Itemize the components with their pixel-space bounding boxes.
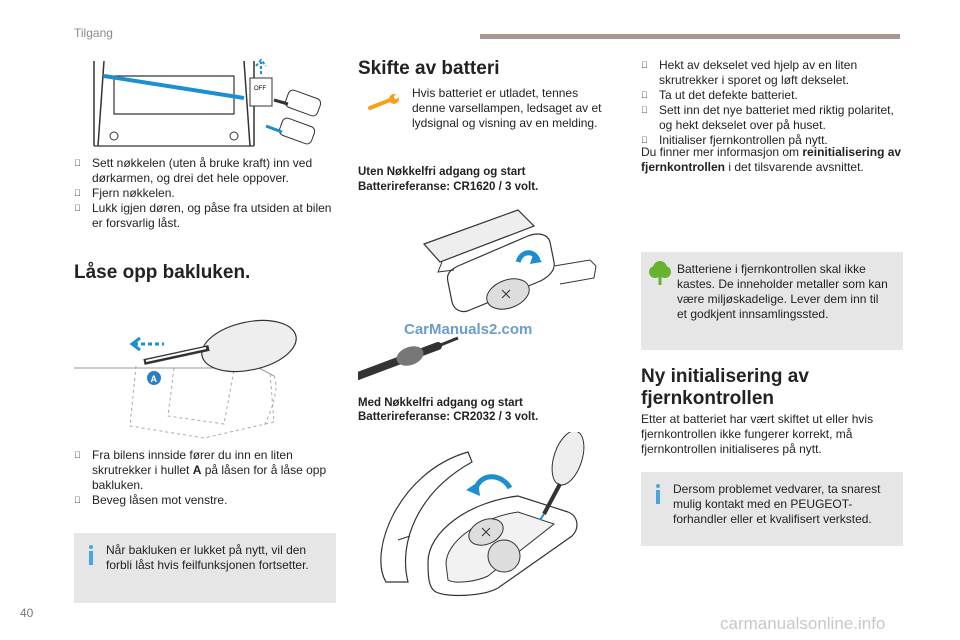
info-icon bbox=[86, 545, 96, 567]
off-label: OFF bbox=[254, 86, 266, 92]
heading-unlock-tailgate: Låse opp bakluken. bbox=[74, 262, 251, 283]
environment-note: Batteriene i fjernkontrollen skal ikke k… bbox=[641, 252, 903, 350]
step-item: Initialiser fjernkontrollen på nytt. bbox=[641, 133, 828, 148]
page-number: 40 bbox=[20, 606, 34, 620]
steps-door-lock: Sett nøkkelen (uten å bruke kraft) inn v… bbox=[74, 156, 336, 231]
warning-text: Hvis batteriet er utladet, tennes denne … bbox=[412, 86, 602, 130]
step-item: Hekt av dekselet ved hjelp av en liten s… bbox=[641, 58, 858, 87]
without-keyless-title: Uten Nøkkelfri adgang og start bbox=[358, 166, 526, 178]
with-keyless-title: Med Nøkkelfri adgang og start bbox=[358, 397, 523, 409]
illustration-key-in-door: OFF bbox=[74, 56, 334, 152]
step-item: Beveg låsen mot venstre. bbox=[74, 493, 228, 508]
step-item: Fra bilens innside fører du inn en liten… bbox=[74, 448, 327, 492]
info-icon bbox=[653, 484, 663, 506]
without-keyless-ref: Batterireferanse: CR1620 / 3 volt. bbox=[358, 181, 539, 193]
reinit-text: Etter at batteriet har vært skiftet ut e… bbox=[641, 412, 874, 456]
wrench-warning-icon bbox=[368, 94, 399, 110]
step-item: Ta ut det defekte batteriet. bbox=[641, 88, 798, 103]
step-item: Fjern nøkkelen. bbox=[74, 186, 175, 201]
steps-tailgate: Fra bilens innside fører du inn en liten… bbox=[74, 448, 336, 508]
illustration-tailgate-unlock: A bbox=[74, 306, 336, 440]
step-item: Lukk igjen døren, og påse fra utsiden at… bbox=[74, 201, 332, 230]
tree-icon bbox=[649, 261, 671, 285]
heading-reinit: Ny initialisering av fjernkontrollen bbox=[641, 366, 809, 409]
header-bar bbox=[480, 34, 900, 39]
marker-a: A bbox=[151, 374, 158, 384]
step-item: Sett inn det nye batteriet med riktig po… bbox=[641, 103, 894, 132]
illustration-key-cr2032 bbox=[358, 432, 616, 600]
heading-battery-change: Skifte av batteri bbox=[358, 58, 500, 79]
section-label: Tilgang bbox=[74, 26, 113, 40]
footer-watermark: carmanualsonline.info bbox=[720, 614, 886, 633]
with-keyless-ref: Batterireferanse: CR2032 / 3 volt. bbox=[358, 411, 539, 423]
info-note-dealer: Dersom problemet vedvarer, ta snarest mu… bbox=[641, 472, 903, 546]
illustration-key-cr1620: CarManuals2.com bbox=[358, 206, 608, 386]
site-watermark: CarManuals2.com bbox=[404, 321, 532, 338]
steps-battery: Hekt av dekselet ved hjelp av en liten s… bbox=[641, 58, 905, 148]
info-reinit-reference: Du finner mer informasjon om reinitialis… bbox=[641, 145, 902, 174]
info-note-tailgate: Når bakluken er lukket på nytt, vil den … bbox=[74, 533, 336, 603]
step-item: Sett nøkkelen (uten å bruke kraft) inn v… bbox=[74, 156, 313, 185]
